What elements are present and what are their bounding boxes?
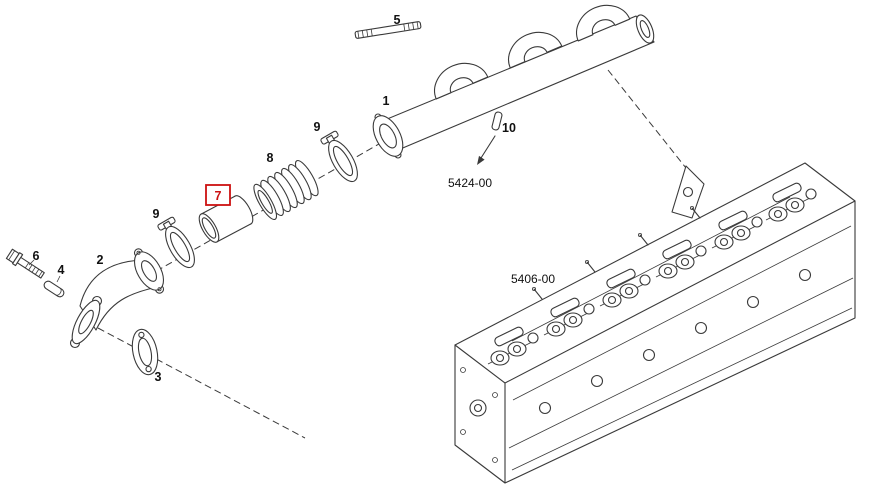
pin-drawing xyxy=(43,280,65,298)
clamp-lower-drawing xyxy=(155,215,201,273)
sleeve-drawing xyxy=(198,195,254,243)
exhaust-manifold-drawing xyxy=(372,0,655,159)
reference-cylinder-head[interactable]: 5406-00 xyxy=(511,272,555,286)
leader-pin xyxy=(56,275,61,283)
detail-reference-arrow xyxy=(477,135,496,165)
screw-drawing xyxy=(5,248,45,279)
clamp-upper-drawing xyxy=(318,129,364,187)
callout-manifold[interactable]: 1 xyxy=(383,94,390,108)
callout-stud[interactable]: 5 xyxy=(394,13,401,27)
gasket-drawing xyxy=(131,328,159,376)
callout-clamp-lower[interactable]: 9 xyxy=(153,207,160,221)
callout-sleeve[interactable]: 7 xyxy=(215,189,222,203)
flex-coupling-drawing xyxy=(253,159,319,221)
callout-gasket[interactable]: 3 xyxy=(155,370,162,384)
callout-clamp-upper[interactable]: 9 xyxy=(314,120,321,134)
stud-drawing xyxy=(354,21,422,39)
reference-detail-figure[interactable]: 5424-00 xyxy=(448,176,492,190)
leader-screw xyxy=(28,259,35,266)
callout-plug[interactable]: 10 xyxy=(502,121,516,135)
elbow-pipe-drawing xyxy=(69,248,165,349)
callout-pin[interactable]: 4 xyxy=(58,263,65,277)
plug-drawing xyxy=(491,111,503,131)
cylinder-head-drawing xyxy=(454,162,856,484)
callout-flex-coupling[interactable]: 8 xyxy=(267,151,274,165)
callout-elbow[interactable]: 2 xyxy=(97,253,104,267)
highlight-box xyxy=(205,184,231,206)
callout-screw[interactable]: 6 xyxy=(33,249,40,263)
callout-sleeve-highlighted[interactable]: 7 xyxy=(205,184,231,206)
